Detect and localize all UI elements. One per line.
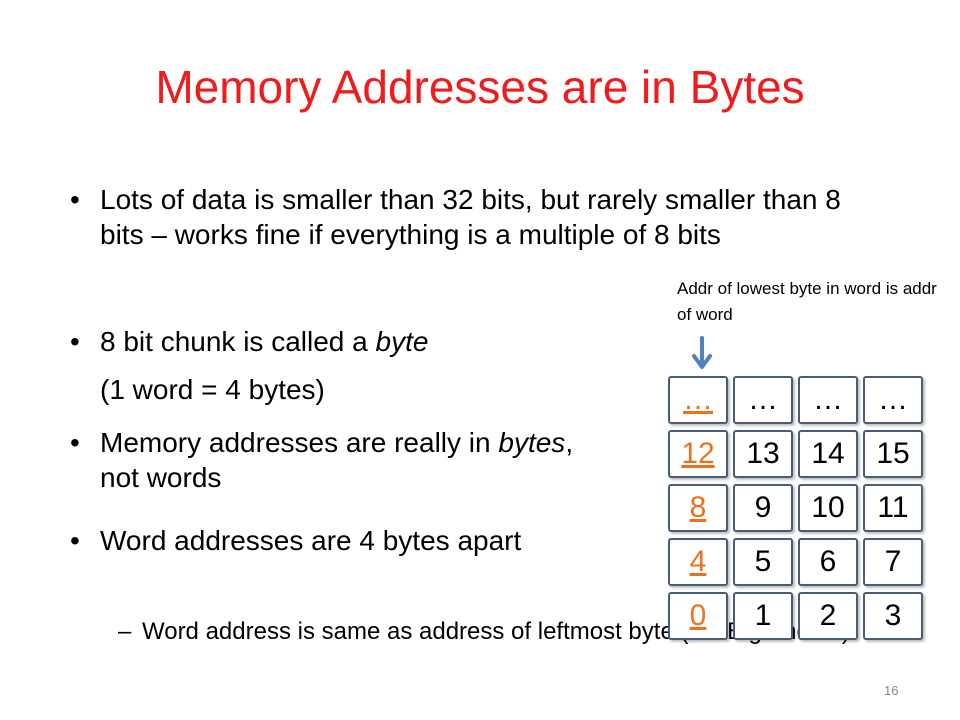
bullet-text: Lots of data is smaller than 32 bits, bu… xyxy=(100,184,841,250)
memory-cell-address: 12 xyxy=(668,430,728,478)
memory-grid: … … … … 12 13 14 15 8 9 10 11 4 5 6 7 0 … xyxy=(668,376,923,640)
memory-cell-address: … xyxy=(668,376,728,424)
memory-cell: 13 xyxy=(733,430,793,478)
memory-row: 0 1 2 3 xyxy=(668,592,923,640)
memory-cell-address: 4 xyxy=(668,538,728,586)
memory-cell: 3 xyxy=(863,592,923,640)
bullet-marker: • xyxy=(70,427,80,458)
page-number: 16 xyxy=(884,683,899,698)
memory-cell: 2 xyxy=(798,592,858,640)
bullet-byte: • 8 bit chunk is called a byte xyxy=(70,324,600,359)
memory-cell: … xyxy=(863,376,923,424)
bullet-marker: • xyxy=(70,326,80,357)
bullet-emphasis: bytes xyxy=(498,427,566,458)
memory-cell: 6 xyxy=(798,538,858,586)
bullet-text: 8 bit chunk is called a xyxy=(100,326,376,357)
bullet-memory-addresses: • Memory addresses are really in bytes, … xyxy=(70,425,600,495)
memory-cell: … xyxy=(733,376,793,424)
bullet-byte-line2: (1 word = 4 bytes) xyxy=(100,374,325,405)
memory-cell: … xyxy=(798,376,858,424)
bullet-word-addresses: • Word addresses are 4 bytes apart xyxy=(70,523,600,558)
memory-cell-address: 8 xyxy=(668,484,728,532)
sub-bullet-text: Word address is same as address of leftm… xyxy=(142,618,850,645)
bullet-marker: • xyxy=(70,184,80,215)
memory-cell: 1 xyxy=(733,592,793,640)
memory-row: … … … … xyxy=(668,376,923,424)
slide-title: Memory Addresses are in Bytes xyxy=(155,61,805,113)
memory-row: 8 9 10 11 xyxy=(668,484,923,532)
memory-cell: 7 xyxy=(863,538,923,586)
bullet-marker: • xyxy=(70,525,80,556)
memory-cell: 5 xyxy=(733,538,793,586)
memory-cell-address: 0 xyxy=(668,592,728,640)
memory-cell: 9 xyxy=(733,484,793,532)
memory-cell: 15 xyxy=(863,430,923,478)
bullet-data-size: • Lots of data is smaller than 32 bits, … xyxy=(70,182,860,252)
down-arrow-icon xyxy=(692,336,712,369)
memory-row: 4 5 6 7 xyxy=(668,538,923,586)
memory-cell: 10 xyxy=(798,484,858,532)
memory-row: 12 13 14 15 xyxy=(668,430,923,478)
bullet-text: Word addresses are 4 bytes apart xyxy=(100,525,522,556)
address-note: Addr of lowest byte in word is addr of w… xyxy=(677,279,937,324)
bullet-text: Memory addresses are really in xyxy=(100,427,499,458)
sub-bullet-big-endian: – Word address is same as address of lef… xyxy=(118,617,862,647)
memory-cell: 14 xyxy=(798,430,858,478)
bullet-text: , not words xyxy=(100,427,574,493)
bullet-emphasis: byte xyxy=(375,326,429,357)
memory-cell: 11 xyxy=(863,484,923,532)
dash-marker: – xyxy=(118,618,132,645)
